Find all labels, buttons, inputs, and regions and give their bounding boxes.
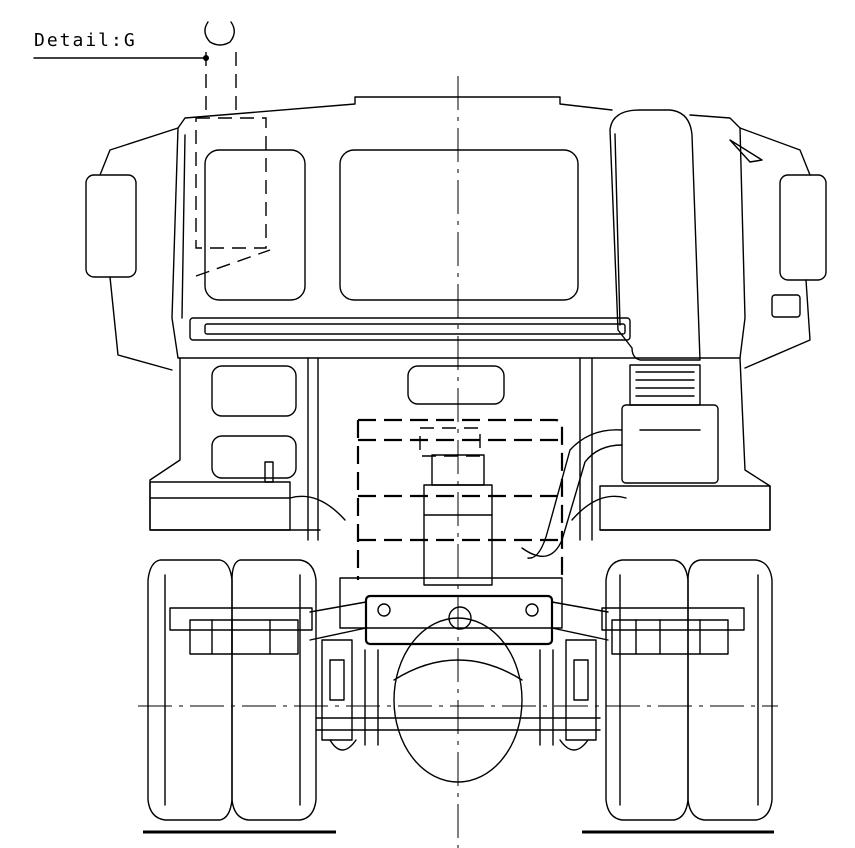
engine-hidden-lines [356, 418, 564, 580]
axle-beams [169, 607, 745, 655]
left-wheels [147, 559, 317, 821]
suspension-hardware [289, 495, 627, 751]
detail-label: Detail:G [34, 30, 137, 51]
rear-axle [309, 577, 609, 783]
center-lines [138, 76, 778, 848]
center-block [423, 454, 493, 586]
chassis [149, 357, 771, 559]
right-wheels [605, 559, 773, 821]
detail-callout [33, 21, 271, 277]
cab [85, 96, 827, 371]
